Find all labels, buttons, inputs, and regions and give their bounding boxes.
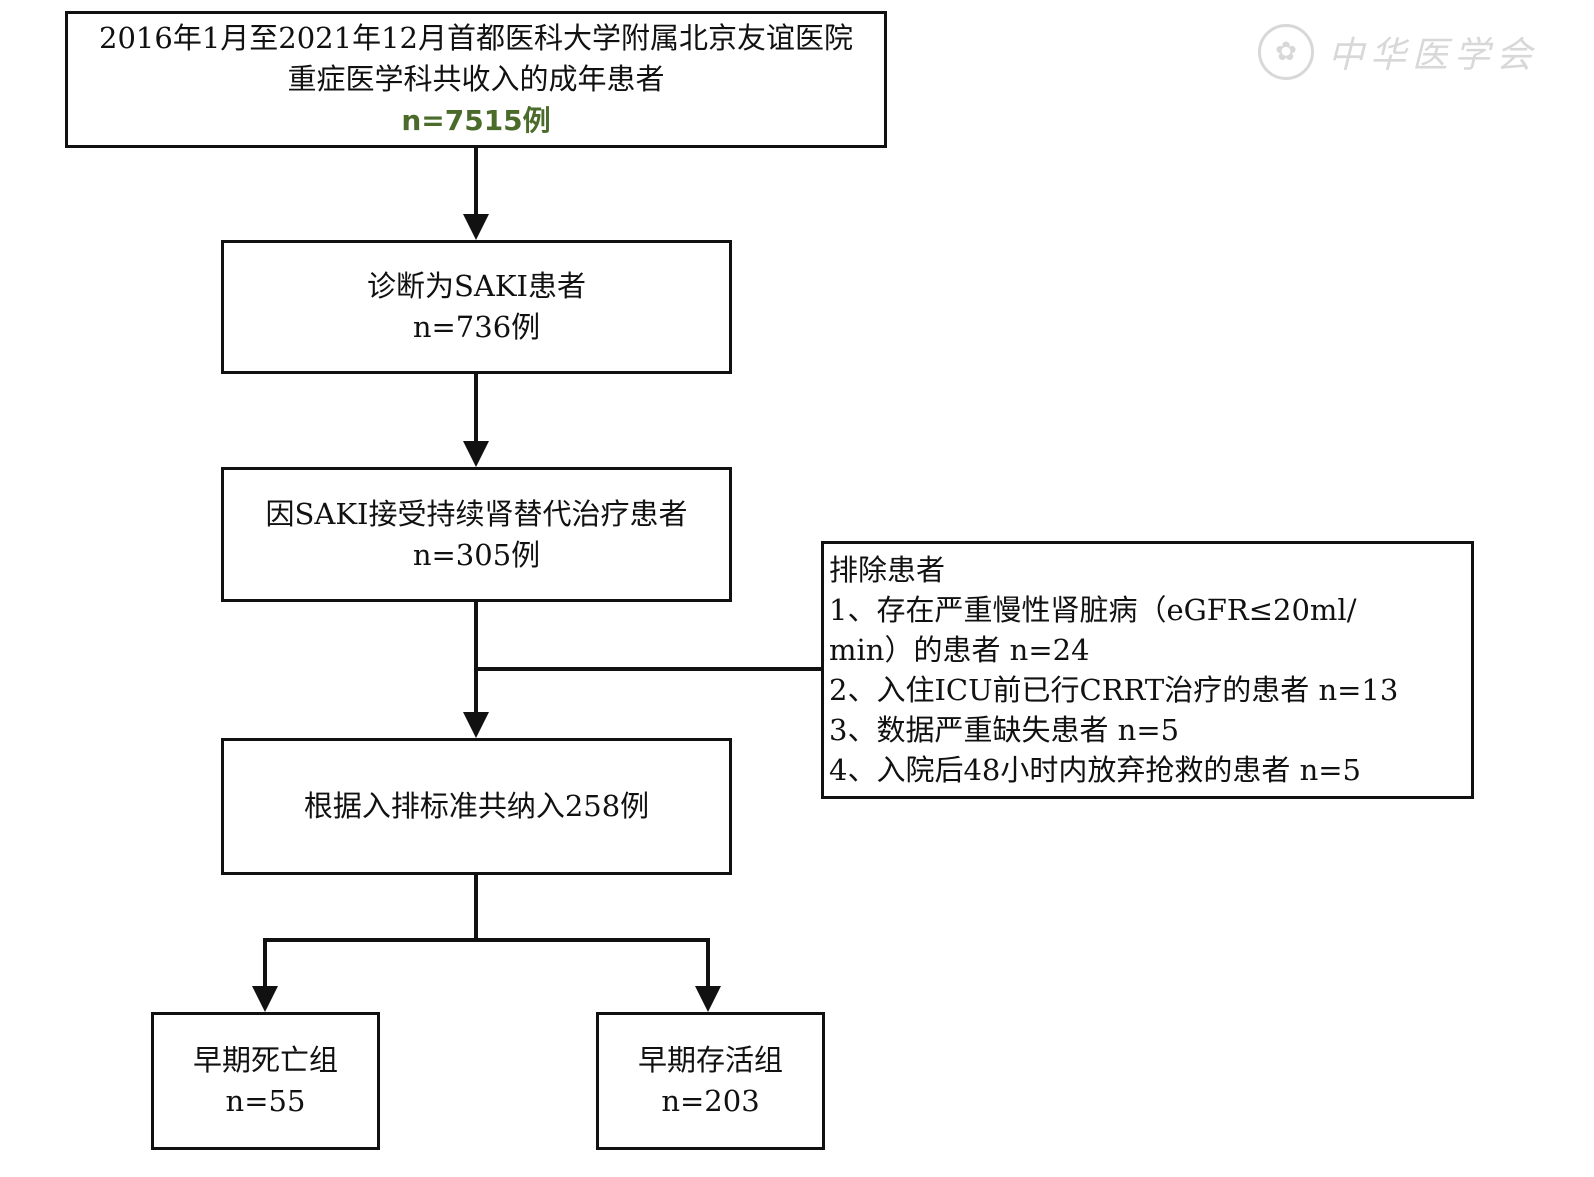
watermark-text: 中华医学会 [1328, 35, 1539, 76]
early-death-count: n=55 [225, 1084, 306, 1118]
arrow-crrt-to-included [463, 602, 489, 738]
study-population-count: n=7515例 [401, 104, 551, 137]
arrow-to-early-survival [695, 940, 721, 1012]
box-exclusion-criteria: 排除患者 1、存在严重慢性肾脏病（eGFR≤20ml/ min）的患者 n=24… [821, 541, 1474, 799]
exclusion-title: 排除患者 [829, 553, 946, 587]
watermark: ✿ 中华医学会 [1258, 17, 1538, 87]
box-early-survival-group: 早期存活组 n=203 [596, 1012, 825, 1150]
saki-diagnosis-label: 诊断为SAKI患者 [367, 269, 586, 303]
early-survival-count: n=203 [661, 1084, 760, 1118]
crrt-patients-label: 因SAKI接受持续肾替代治疗患者 [265, 496, 688, 531]
exclusion-item: min）的患者 n=24 [829, 633, 1090, 667]
exclusion-item: 2、入住ICU前已行CRRT治疗的患者 n=13 [829, 673, 1399, 707]
exclusion-item: 4、入院后48小时内放弃抢救的患者 n=5 [829, 753, 1361, 787]
arrow-start-to-saki [463, 148, 489, 240]
box-included-patients: 根据入排标准共纳入258例 [221, 738, 732, 875]
arrow-to-early-death [252, 940, 278, 1012]
study-population-line2: 重症医学科共收入的成年患者 [287, 62, 665, 96]
early-survival-label: 早期存活组 [637, 1043, 783, 1077]
exclusion-item: 1、存在严重慢性肾脏病（eGFR≤20ml/ [829, 593, 1357, 627]
arrow-saki-to-crrt [463, 374, 489, 467]
exclusion-item: 3、数据严重缺失患者 n=5 [829, 713, 1180, 747]
box-crrt-patients: 因SAKI接受持续肾替代治疗患者 n=305例 [221, 467, 732, 602]
saki-diagnosis-count: n=736例 [412, 310, 541, 344]
box-early-death-group: 早期死亡组 n=55 [151, 1012, 380, 1150]
box-study-population: 2016年1月至2021年12月首都医科大学附属北京友谊医院 重症医学科共收入的… [65, 11, 887, 148]
included-patients-label: 根据入排标准共纳入258例 [303, 789, 650, 823]
box-saki-diagnosis: 诊断为SAKI患者 n=736例 [221, 240, 732, 374]
split-connector [263, 875, 710, 942]
early-death-label: 早期死亡组 [192, 1043, 338, 1077]
seal-icon: ✿ [1258, 24, 1314, 80]
study-population-line1: 2016年1月至2021年12月首都医科大学附属北京友谊医院 [99, 21, 853, 55]
crrt-patients-count: n=305例 [412, 537, 541, 572]
